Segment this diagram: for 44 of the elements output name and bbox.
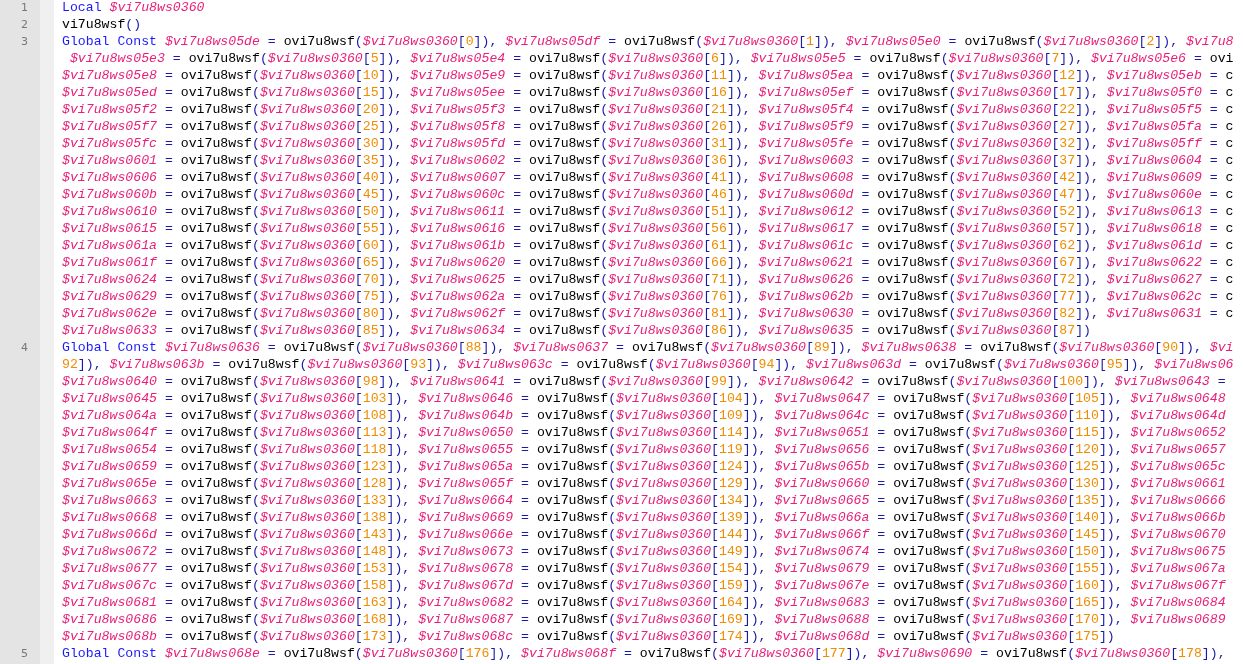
code-line: $vi7u8ws05fc = ovi7u8wsf($vi7u8ws0360[30]), $vi7u8ws05fd = ovi7u8wsf($vi7u8ws0360[31]), $vi7u8ws05fe = ovi7u8wsf($vi7u8ws0360[32]), $vi7u8ws05ff = c [62,135,1234,152]
code-line: $vi7u8ws05f7 = ovi7u8wsf($vi7u8ws0360[25]), $vi7u8ws05f8 = ovi7u8wsf($vi7u8ws0360[26]), $vi7u8ws05f9 = ovi7u8wsf($vi7u8ws0360[27]), $vi7u8ws05fa = c [62,118,1234,135]
code-line: $vi7u8ws05ed = ovi7u8wsf($vi7u8ws0360[15]), $vi7u8ws05ee = ovi7u8wsf($vi7u8ws0360[16]), $vi7u8ws05ef = ovi7u8wsf($vi7u8ws0360[17]), $vi7u8ws05f0 = c [62,84,1234,101]
code-line: $vi7u8ws0601 = ovi7u8wsf($vi7u8ws0360[35]), $vi7u8ws0602 = ovi7u8wsf($vi7u8ws0360[36]), $vi7u8ws0603 = ovi7u8wsf($vi7u8ws0360[37]), $vi7u8ws0604 = c [62,152,1234,169]
line-number: 2 [20,17,28,33]
code-line: Global Const $vi7u8ws068e = ovi7u8wsf($vi7u8ws0360[176]), $vi7u8ws068f = ovi7u8wsf($vi7u8ws0360[177]), $vi7u8ws0690 = ovi7u8wsf($vi7u8ws0360[178]), [62,645,1226,662]
code-line: Local $vi7u8ws0360 [62,0,205,16]
code-line: $vi7u8ws061f = ovi7u8wsf($vi7u8ws0360[65]), $vi7u8ws0620 = ovi7u8wsf($vi7u8ws0360[66]), $vi7u8ws0621 = ovi7u8wsf($vi7u8ws0360[67]), $vi7u8ws0622 = c [62,254,1234,271]
code-line: $vi7u8ws05e8 = ovi7u8wsf($vi7u8ws0360[10]), $vi7u8ws05e9 = ovi7u8wsf($vi7u8ws0360[11]), $vi7u8ws05ea = ovi7u8wsf($vi7u8ws0360[12]), $vi7u8ws05eb = c [62,67,1234,84]
code-line: Global Const $vi7u8ws05de = ovi7u8wsf($vi7u8ws0360[0]), $vi7u8ws05df = ovi7u8wsf($vi7u8ws0360[1]), $vi7u8ws05e0 = ovi7u8wsf($vi7u8ws0360[2]), $vi7u8 [62,33,1234,50]
code-line: $vi7u8ws064a = ovi7u8wsf($vi7u8ws0360[108]), $vi7u8ws064b = ovi7u8wsf($vi7u8ws0360[109]), $vi7u8ws064c = ovi7u8wsf($vi7u8ws0360[110]), $vi7u8ws064d [62,407,1226,424]
code-line: $vi7u8ws0624 = ovi7u8wsf($vi7u8ws0360[70]), $vi7u8ws0625 = ovi7u8wsf($vi7u8ws0360[71]), $vi7u8ws0626 = ovi7u8wsf($vi7u8ws0360[72]), $vi7u8ws0627 = c [62,271,1234,288]
line-number: 3 [20,34,28,50]
code-line: $vi7u8ws060b = ovi7u8wsf($vi7u8ws0360[45]), $vi7u8ws060c = ovi7u8wsf($vi7u8ws0360[46]), $vi7u8ws060d = ovi7u8wsf($vi7u8ws0360[47]), $vi7u8ws060e = c [62,186,1234,203]
code-line: $vi7u8ws05f2 = ovi7u8wsf($vi7u8ws0360[20]), $vi7u8ws05f3 = ovi7u8wsf($vi7u8ws0360[21]), $vi7u8ws05f4 = ovi7u8wsf($vi7u8ws0360[22]), $vi7u8ws05f5 = c [62,101,1234,118]
code-line: $vi7u8ws0686 = ovi7u8wsf($vi7u8ws0360[168]), $vi7u8ws0687 = ovi7u8wsf($vi7u8ws0360[169]), $vi7u8ws0688 = ovi7u8wsf($vi7u8ws0360[170]), $vi7u8ws0689 [62,611,1226,628]
code-line: $vi7u8ws067c = ovi7u8wsf($vi7u8ws0360[158]), $vi7u8ws067d = ovi7u8wsf($vi7u8ws0360[159]), $vi7u8ws067e = ovi7u8wsf($vi7u8ws0360[160]), $vi7u8ws067f [62,577,1226,594]
line-number: 1 [20,0,28,16]
code-line: $vi7u8ws0633 = ovi7u8wsf($vi7u8ws0360[85]), $vi7u8ws0634 = ovi7u8wsf($vi7u8ws0360[86]), $vi7u8ws0635 = ovi7u8wsf($vi7u8ws0360[87]) [62,322,1091,339]
code-line: $vi7u8ws0659 = ovi7u8wsf($vi7u8ws0360[123]), $vi7u8ws065a = ovi7u8wsf($vi7u8ws0360[124]), $vi7u8ws065b = ovi7u8wsf($vi7u8ws0360[125]), $vi7u8ws065c [62,458,1226,475]
code-line: $vi7u8ws064f = ovi7u8wsf($vi7u8ws0360[113]), $vi7u8ws0650 = ovi7u8wsf($vi7u8ws0360[114]), $vi7u8ws0651 = ovi7u8wsf($vi7u8ws0360[115]), $vi7u8ws0652 [62,424,1226,441]
code-line: $vi7u8ws05e3 = ovi7u8wsf($vi7u8ws0360[5]), $vi7u8ws05e4 = ovi7u8wsf($vi7u8ws0360[6]), $vi7u8ws05e5 = ovi7u8wsf($vi7u8ws0360[7]), $vi7u8ws05e6 = ovi [68,50,1234,67]
code-line: $vi7u8ws068b = ovi7u8wsf($vi7u8ws0360[173]), $vi7u8ws068c = ovi7u8wsf($vi7u8ws0360[174]), $vi7u8ws068d = ovi7u8wsf($vi7u8ws0360[175]) [62,628,1115,645]
code-line: $vi7u8ws0629 = ovi7u8wsf($vi7u8ws0360[75]), $vi7u8ws062a = ovi7u8wsf($vi7u8ws0360[76]), $vi7u8ws062b = ovi7u8wsf($vi7u8ws0360[77]), $vi7u8ws062c = c [62,288,1234,305]
code-line: $vi7u8ws062e = ovi7u8wsf($vi7u8ws0360[80]), $vi7u8ws062f = ovi7u8wsf($vi7u8ws0360[81]), $vi7u8ws0630 = ovi7u8wsf($vi7u8ws0360[82]), $vi7u8ws0631 = c [62,305,1234,322]
code-line: $vi7u8ws0654 = ovi7u8wsf($vi7u8ws0360[118]), $vi7u8ws0655 = ovi7u8wsf($vi7u8ws0360[119]), $vi7u8ws0656 = ovi7u8wsf($vi7u8ws0360[120]), $vi7u8ws0657 [62,441,1226,458]
code-line: $vi7u8ws0615 = ovi7u8wsf($vi7u8ws0360[55]), $vi7u8ws0616 = ovi7u8wsf($vi7u8ws0360[56]), $vi7u8ws0617 = ovi7u8wsf($vi7u8ws0360[57]), $vi7u8ws0618 = c [62,220,1234,237]
code-line: $vi7u8ws0645 = ovi7u8wsf($vi7u8ws0360[103]), $vi7u8ws0646 = ovi7u8wsf($vi7u8ws0360[104]), $vi7u8ws0647 = ovi7u8wsf($vi7u8ws0360[105]), $vi7u8ws0648 [62,390,1226,407]
code-line: $vi7u8ws0672 = ovi7u8wsf($vi7u8ws0360[148]), $vi7u8ws0673 = ovi7u8wsf($vi7u8ws0360[149]), $vi7u8ws0674 = ovi7u8wsf($vi7u8ws0360[150]), $vi7u8ws0675 [62,543,1226,560]
code-line: Global Const $vi7u8ws0636 = ovi7u8wsf($vi7u8ws0360[88]), $vi7u8ws0637 = ovi7u8wsf($vi7u8ws0360[89]), $vi7u8ws0638 = ovi7u8wsf($vi7u8ws0360[90]), $vi [62,339,1234,356]
code-line: $vi7u8ws0610 = ovi7u8wsf($vi7u8ws0360[50]), $vi7u8ws0611 = ovi7u8wsf($vi7u8ws0360[51]), $vi7u8ws0612 = ovi7u8wsf($vi7u8ws0360[52]), $vi7u8ws0613 = c [62,203,1234,220]
code-line: 92]), $vi7u8ws063b = ovi7u8wsf($vi7u8ws0360[93]), $vi7u8ws063c = ovi7u8wsf($vi7u8ws0360[94]), $vi7u8ws063d = ovi7u8wsf($vi7u8ws0360[95]), $vi7u8ws06 [62,356,1234,373]
code-line: vi7u8wsf() [62,16,142,33]
code-line: $vi7u8ws0677 = ovi7u8wsf($vi7u8ws0360[153]), $vi7u8ws0678 = ovi7u8wsf($vi7u8ws0360[154]), $vi7u8ws0679 = ovi7u8wsf($vi7u8ws0360[155]), $vi7u8ws067a [62,560,1226,577]
code-line: $vi7u8ws0640 = ovi7u8wsf($vi7u8ws0360[98]), $vi7u8ws0641 = ovi7u8wsf($vi7u8ws0360[99]), $vi7u8ws0642 = ovi7u8wsf($vi7u8ws0360[100]), $vi7u8ws0643 = [62,373,1226,390]
code-line: $vi7u8ws065e = ovi7u8wsf($vi7u8ws0360[128]), $vi7u8ws065f = ovi7u8wsf($vi7u8ws0360[129]), $vi7u8ws0660 = ovi7u8wsf($vi7u8ws0360[130]), $vi7u8ws0661 [62,475,1226,492]
code-line: $vi7u8ws066d = ovi7u8wsf($vi7u8ws0360[143]), $vi7u8ws066e = ovi7u8wsf($vi7u8ws0360[144]), $vi7u8ws066f = ovi7u8wsf($vi7u8ws0360[145]), $vi7u8ws0670 [62,526,1226,543]
code-line: $vi7u8ws0681 = ovi7u8wsf($vi7u8ws0360[163]), $vi7u8ws0682 = ovi7u8wsf($vi7u8ws0360[164]), $vi7u8ws0683 = ovi7u8wsf($vi7u8ws0360[165]), $vi7u8ws0684 [62,594,1226,611]
code-line: $vi7u8ws0663 = ovi7u8wsf($vi7u8ws0360[133]), $vi7u8ws0664 = ovi7u8wsf($vi7u8ws0360[134]), $vi7u8ws0665 = ovi7u8wsf($vi7u8ws0360[135]), $vi7u8ws0666 [62,492,1226,509]
code-line: $vi7u8ws0668 = ovi7u8wsf($vi7u8ws0360[138]), $vi7u8ws0669 = ovi7u8wsf($vi7u8ws0360[139]), $vi7u8ws066a = ovi7u8wsf($vi7u8ws0360[140]), $vi7u8ws066b [62,509,1226,526]
line-number: 4 [20,340,28,356]
code-line: $vi7u8ws0606 = ovi7u8wsf($vi7u8ws0360[40]), $vi7u8ws0607 = ovi7u8wsf($vi7u8ws0360[41]), $vi7u8ws0608 = ovi7u8wsf($vi7u8ws0360[42]), $vi7u8ws0609 = c [62,169,1234,186]
line-number: 5 [20,646,28,662]
code-line: $vi7u8ws061a = ovi7u8wsf($vi7u8ws0360[60]), $vi7u8ws061b = ovi7u8wsf($vi7u8ws0360[61]), $vi7u8ws061c = ovi7u8wsf($vi7u8ws0360[62]), $vi7u8ws061d = c [62,237,1234,254]
